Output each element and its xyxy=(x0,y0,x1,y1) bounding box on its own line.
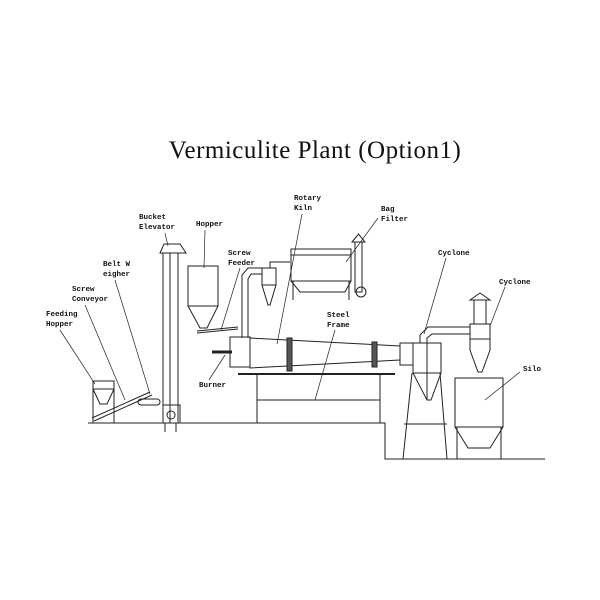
cyclone-2 xyxy=(468,292,492,373)
kiln-exhaust-duct xyxy=(241,261,290,338)
bag-filter xyxy=(290,233,367,300)
silo xyxy=(454,377,504,459)
rotary-kiln xyxy=(212,336,414,372)
label-silo: Silo xyxy=(523,366,542,374)
screw-feeder xyxy=(196,326,239,334)
label-line: Hopper xyxy=(46,320,74,329)
cyclone-1 xyxy=(402,326,470,460)
feeding-hopper xyxy=(92,380,115,423)
belt-weigher xyxy=(137,398,161,406)
steel-frame xyxy=(238,373,395,423)
label-line: Screw xyxy=(72,286,95,294)
leader-lines xyxy=(59,213,521,401)
label-burner: Burner xyxy=(199,382,227,390)
label-line: Elevator xyxy=(139,223,176,232)
label-line: Kiln xyxy=(294,204,313,213)
screw-conveyor xyxy=(91,391,153,422)
label-line: Frame xyxy=(327,321,350,330)
label-line: Screw xyxy=(228,250,251,258)
ground-line xyxy=(88,422,545,460)
label-line: Belt W xyxy=(103,261,131,269)
label-cyclone-1: Cyclone xyxy=(438,250,470,258)
label-line: Bag xyxy=(381,206,395,214)
label-line: Bucket xyxy=(139,214,167,222)
label-line: Rotary xyxy=(294,195,322,203)
label-line: eigher xyxy=(103,270,131,279)
label-line: Conveyor xyxy=(72,295,109,304)
label-line: Filter xyxy=(381,215,409,224)
label-hopper: Hopper xyxy=(196,221,224,229)
label-line: Feeder xyxy=(228,259,256,268)
label-line: Steel xyxy=(327,312,350,320)
label-cyclone-2: Cyclone xyxy=(499,279,531,287)
label-line: Feeding xyxy=(46,311,78,319)
diagram-title: Vermiculite Plant (Option1) xyxy=(168,137,462,164)
hopper xyxy=(187,265,219,329)
bucket-elevator xyxy=(159,243,187,432)
